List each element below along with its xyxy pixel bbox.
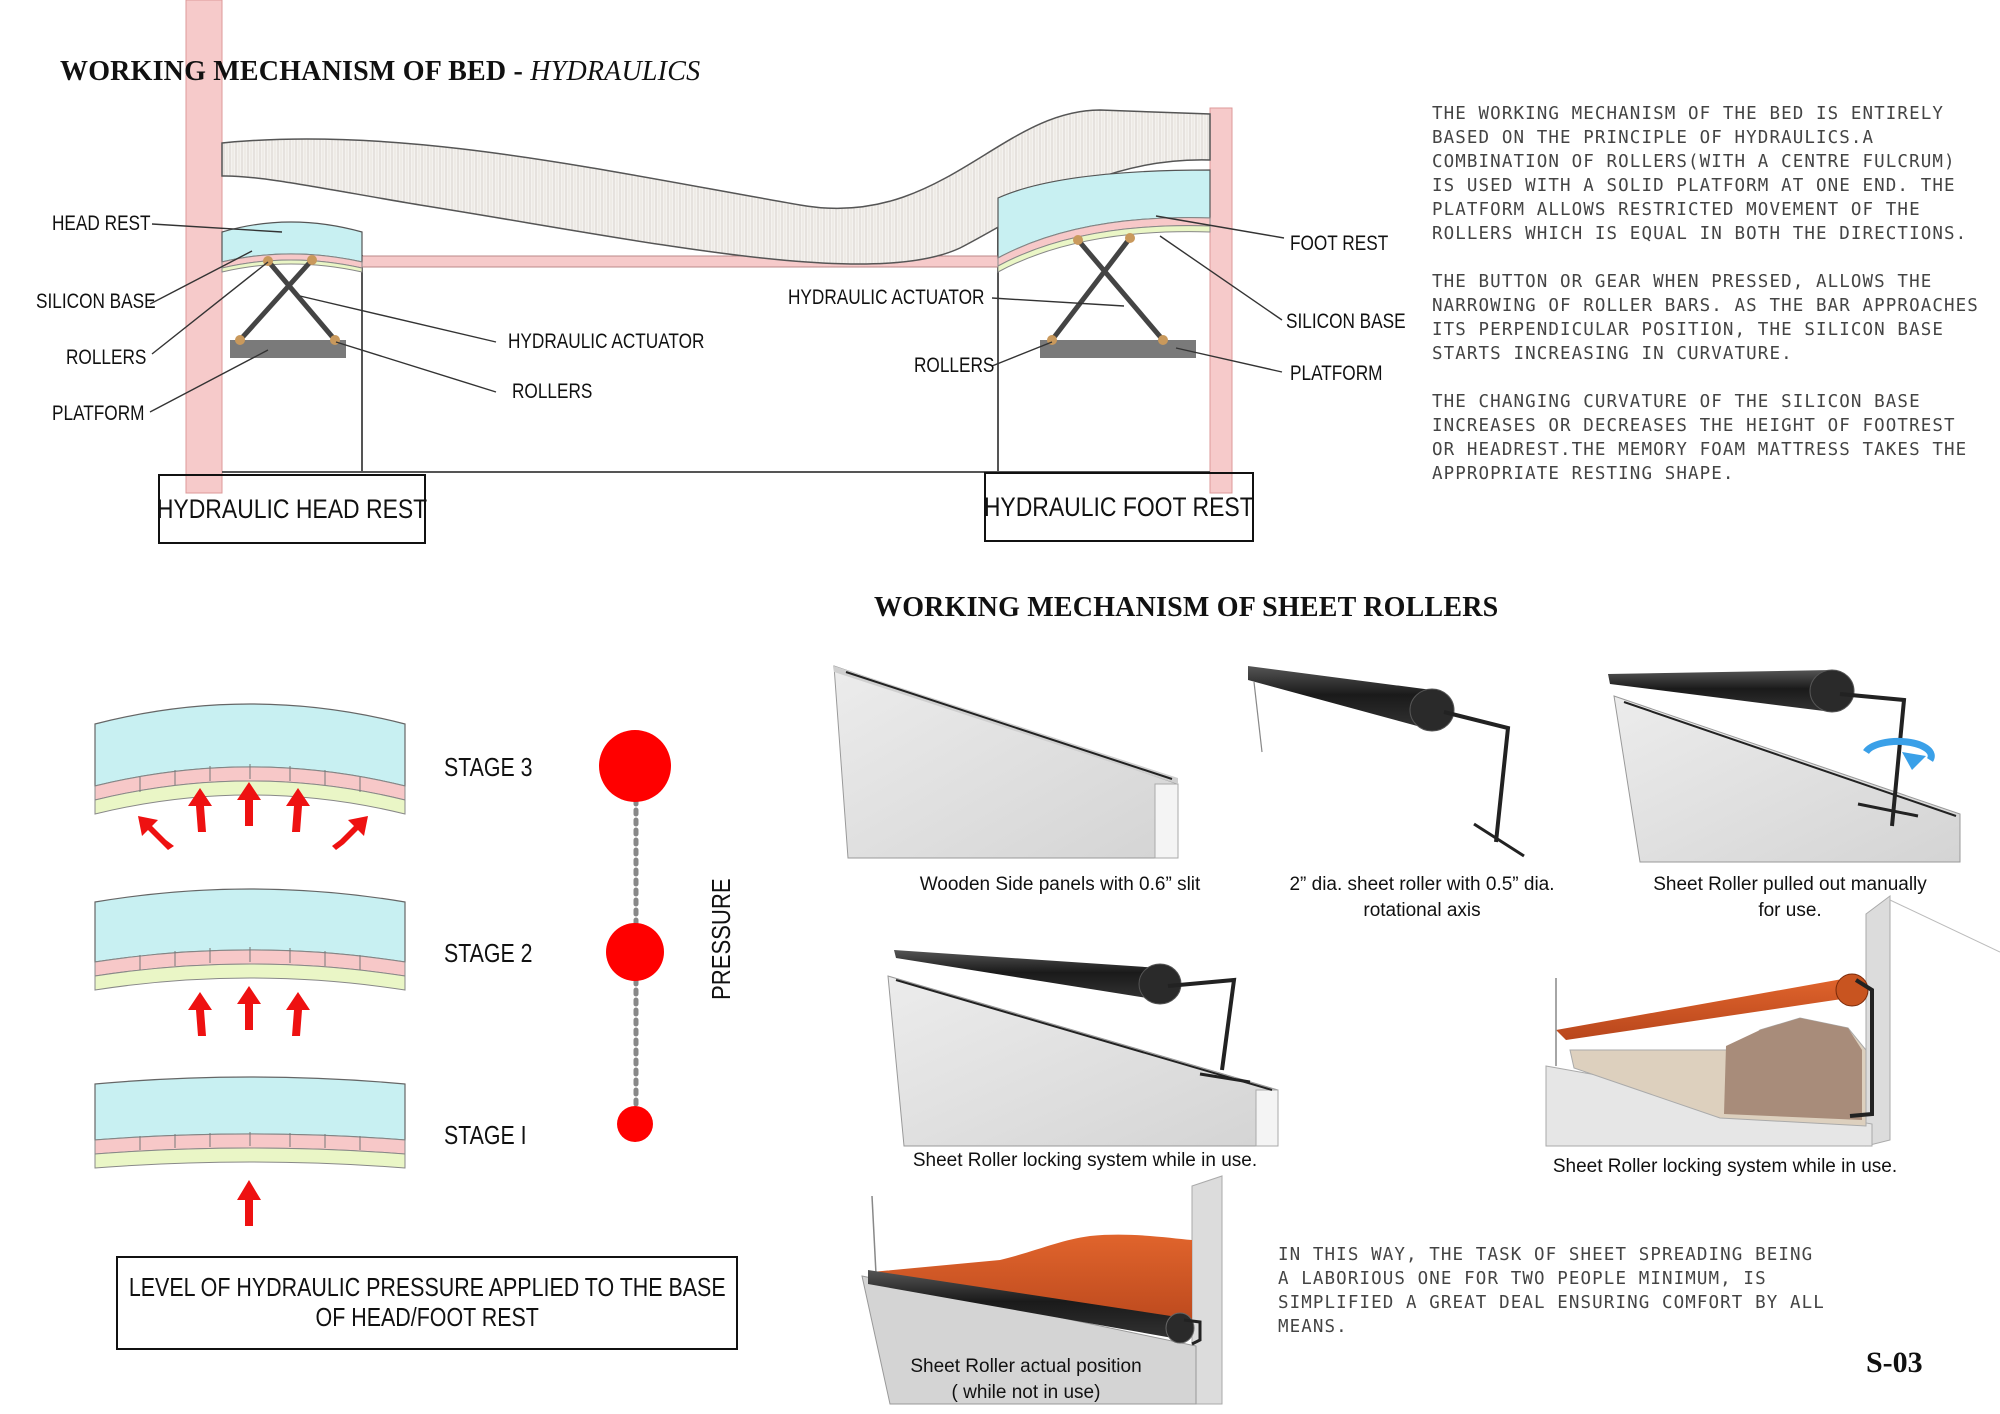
stage-1-label: STAGE I xyxy=(444,1120,527,1150)
head-platform xyxy=(230,340,346,358)
head-post xyxy=(185,0,223,494)
label-platform-left: PLATFORM xyxy=(52,402,145,425)
caption-actual-position: Sheet Roller actual position ( while not… xyxy=(910,1356,1142,1403)
box-foot-text: HYDRAULIC FOOT REST xyxy=(984,491,1254,522)
pressure-stages xyxy=(94,703,671,1226)
label-rollers-right: ROLLERS xyxy=(914,354,995,377)
closing-text: IN THIS WAY, THE TASK OF SHEET SPREADING… xyxy=(1278,1245,1825,1337)
foot-platform xyxy=(1040,340,1196,358)
label-hydraulic-actuator-right: HYDRAULIC ACTUATOR xyxy=(788,286,985,309)
illustration-locking-right xyxy=(1545,895,2000,1147)
stage-3-cushion xyxy=(94,703,406,815)
pressure-caption-box: LEVEL OF HYDRAULIC PRESSURE APPLIED TO T… xyxy=(116,1256,738,1350)
caption-roller-pulled: Sheet Roller pulled out manually for use… xyxy=(1653,874,1927,921)
page-number: S-03 xyxy=(1866,1346,1923,1379)
bed-diagram xyxy=(149,0,1285,494)
label-foot-rest: FOOT REST xyxy=(1290,232,1389,255)
rotation-arrow-icon xyxy=(1863,737,1935,762)
label-platform-right: PLATFORM xyxy=(1290,362,1383,385)
illustration-locking-left xyxy=(887,950,1279,1147)
label-rollers-mid: ROLLERS xyxy=(512,380,593,403)
caption-locking-left: Sheet Roller locking system while in use… xyxy=(912,1150,1258,1171)
bed-title-bold: WORKING MECHANISM OF BED - xyxy=(60,56,531,87)
box-head-text: HYDRAULIC HEAD REST xyxy=(156,493,428,524)
pressure-caption: LEVEL OF HYDRAULIC PRESSURE APPLIED TO T… xyxy=(128,1274,726,1332)
pressure-axis-label: PRESSURE xyxy=(706,878,736,1000)
foot-post xyxy=(1209,107,1233,494)
rollers-section-title: WORKING MECHANISM OF SHEET ROLLERS xyxy=(874,592,1499,623)
label-silicon-base-right: SILICON BASE xyxy=(1286,310,1406,333)
illustration-sheet-roller xyxy=(1248,666,1525,858)
stage-1-pressure-dot xyxy=(617,1106,653,1142)
illustration-side-panel xyxy=(833,665,1179,859)
caption-sheet-roller: 2” dia. sheet roller with 0.5” dia. rota… xyxy=(1289,874,1555,921)
stage-2-cushion xyxy=(94,888,406,991)
stage-2-label: STAGE 2 xyxy=(444,938,533,968)
memory-foam-mattress xyxy=(221,109,1211,265)
stage-3-label: STAGE 3 xyxy=(444,752,533,782)
box-hydraulic-foot-rest: HYDRAULIC FOOT REST xyxy=(984,472,1254,542)
label-hydraulic-actuator-left: HYDRAULIC ACTUATOR xyxy=(508,330,705,353)
caption-locking-right: Sheet Roller locking system while in use… xyxy=(1552,1156,1898,1177)
illustration-roller-pulled xyxy=(1608,669,1961,863)
illustration-actual-position xyxy=(861,1175,1223,1405)
stage-3-pressure-dot xyxy=(599,730,671,802)
bed-title-italic: HYDRAULICS xyxy=(530,56,701,87)
stage-2-pressure-dot xyxy=(606,923,664,981)
bed-description: THE WORKING MECHANISM OF THE BED IS ENTI… xyxy=(1432,104,1979,484)
label-head-rest: HEAD REST xyxy=(52,212,151,235)
label-silicon-base-left: SILICON BASE xyxy=(36,290,156,313)
box-hydraulic-head-rest: HYDRAULIC HEAD REST xyxy=(156,474,428,544)
label-rollers-left: ROLLERS xyxy=(66,346,147,369)
pressure-arrows xyxy=(138,782,368,1226)
stage-1-cushion xyxy=(94,1076,406,1169)
bed-section-title: WORKING MECHANISM OF BED - HYDRAULICS xyxy=(60,56,700,88)
caption-side-panel: Wooden Side panels with 0.6” slit xyxy=(919,874,1201,895)
